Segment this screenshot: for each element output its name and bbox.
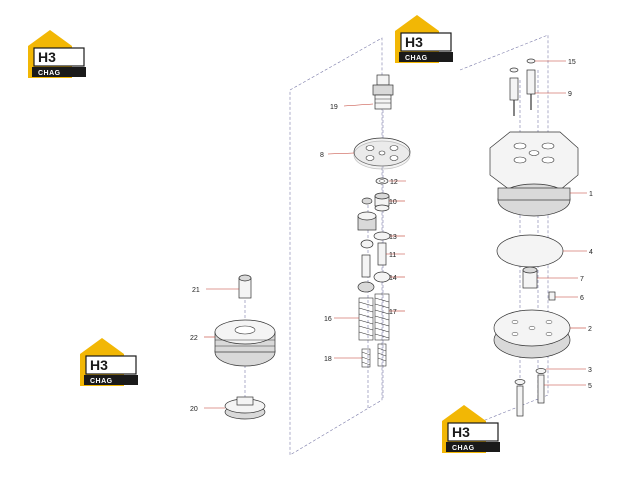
logo: H3 CHAG — [28, 30, 86, 78]
svg-text:H3: H3 — [38, 49, 56, 65]
callout-12: 12 — [390, 179, 398, 186]
svg-text:H3: H3 — [452, 424, 470, 440]
callouts: 19 8 12 10 13 11 14 17 16 18 15 9 1 — [190, 59, 593, 413]
part-22-cap — [214, 319, 276, 367]
part-14-retainer — [357, 271, 391, 293]
logo: H3 CHAG — [442, 405, 500, 453]
part-17-spring — [374, 293, 390, 341]
svg-text:H3: H3 — [405, 34, 423, 50]
callout-17: 17 — [389, 309, 397, 316]
logo: H3 CHAG — [395, 15, 453, 63]
callout-14: 14 — [389, 275, 397, 282]
callout-9: 9 — [568, 91, 572, 98]
part-9-valve-stem — [509, 69, 536, 116]
part-19-fitting — [372, 74, 394, 110]
callout-15: 15 — [568, 59, 576, 66]
callout-20: 20 — [190, 406, 198, 413]
part-1-housing — [489, 131, 579, 217]
callout-22: 22 — [190, 335, 198, 342]
part-4-diaphragm — [496, 234, 564, 268]
callout-4: 4 — [589, 249, 593, 256]
logo: H3 CHAG — [80, 338, 138, 386]
part-13-seal — [357, 211, 391, 249]
part-2-base-plate — [493, 309, 571, 359]
part-5-bolt — [516, 374, 545, 417]
callout-11: 11 — [389, 252, 396, 259]
callout-5: 5 — [588, 383, 592, 390]
svg-text:CHAG: CHAG — [452, 445, 475, 452]
part-16-spring — [358, 297, 374, 341]
part-21-nut — [238, 274, 252, 299]
callout-18: 18 — [324, 356, 332, 363]
svg-text:CHAG: CHAG — [90, 378, 113, 385]
callout-19: 19 — [330, 104, 338, 111]
callout-2: 2 — [588, 326, 592, 333]
callout-7: 7 — [580, 276, 584, 283]
callout-13: 13 — [389, 234, 397, 241]
callout-10: 10 — [389, 199, 397, 206]
part-18-spring — [361, 343, 387, 368]
callout-3: 3 — [588, 367, 592, 374]
svg-text:CHAG: CHAG — [405, 55, 428, 62]
callout-21: 21 — [192, 287, 200, 294]
part-6-pin — [548, 291, 556, 301]
callout-6: 6 — [580, 295, 584, 302]
svg-text:CHAG: CHAG — [38, 70, 61, 77]
callout-8: 8 — [320, 152, 324, 159]
callout-1: 1 — [589, 191, 593, 198]
svg-text:H3: H3 — [90, 357, 108, 373]
part-12-washer — [375, 177, 389, 185]
part-20-base-nut — [224, 396, 266, 420]
part-10-nut — [361, 192, 390, 212]
part-3-washer — [514, 368, 547, 385]
callout-16: 16 — [324, 316, 332, 323]
part-8-plate — [353, 137, 411, 170]
part-7-bushing — [522, 266, 538, 289]
